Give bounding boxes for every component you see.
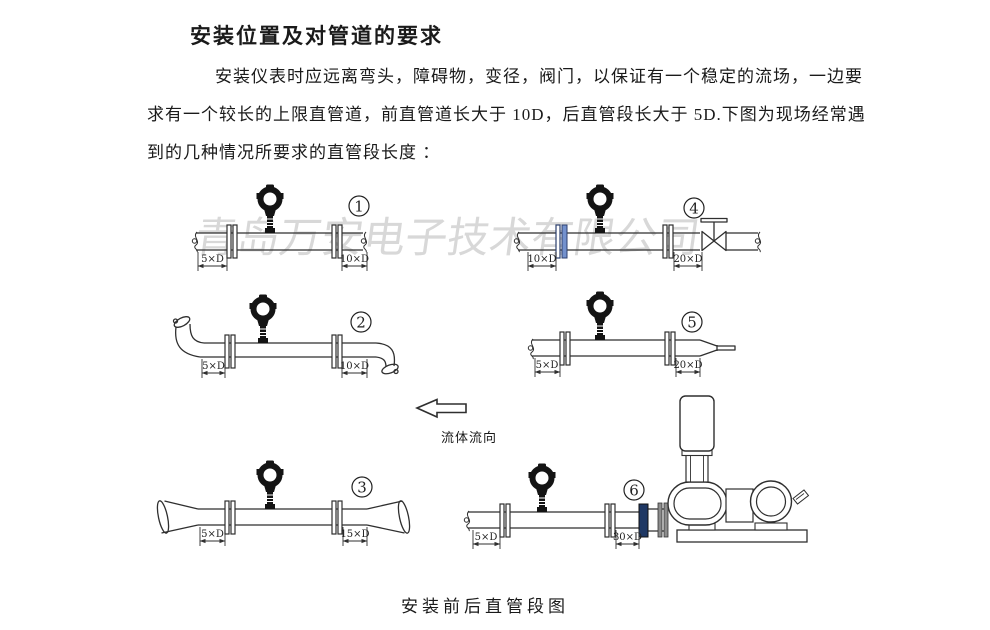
flange-icon — [226, 224, 238, 259]
figure-caption: 安装前后直管段图 — [401, 597, 569, 616]
pipe-break-icon — [513, 231, 521, 253]
diagram-4-valve: 10×D 20×D 4 — [513, 184, 762, 271]
paragraph-line-2: 求有一个较长的上限直管道，前直管道长大于 10D，后直管段长大于 5D.下图为现… — [147, 105, 866, 124]
downstream-length-label: 15×D — [340, 529, 369, 540]
flow-direction-label: 流体流向 — [441, 430, 498, 445]
flowmeter-icon — [587, 292, 614, 341]
downstream-length-label: 20×D — [673, 254, 702, 265]
diagram-number: 4 — [689, 200, 699, 218]
valve-icon — [700, 217, 728, 252]
number-circle — [683, 197, 705, 219]
diagram-1-straight-pipe: 5×D 10×D 1 — [191, 184, 370, 271]
diagram-number: 3 — [357, 479, 367, 497]
number-circle — [681, 311, 703, 333]
number-circle — [623, 479, 645, 501]
flowmeter-icon — [587, 185, 614, 234]
diagram-number: 2 — [356, 314, 366, 332]
paragraph-line-3: 到的几种情况所要求的直管段长度 ： — [147, 143, 441, 162]
pipe-break-icon — [754, 231, 762, 253]
upstream-length-label: 5×D — [201, 254, 224, 265]
dark-flange — [638, 503, 649, 538]
diagram-2-elbows: 5×D 10×D 2 — [172, 293, 399, 378]
pipe-break-icon — [360, 231, 368, 253]
upstream-length-label: 10×D — [527, 254, 556, 265]
flange-icon — [224, 500, 236, 535]
downstream-length-label: 20×D — [673, 360, 702, 371]
highlighted-flange — [555, 224, 568, 259]
number-circle — [350, 311, 372, 333]
flowmeter-icon — [250, 295, 277, 344]
diagram-number: 5 — [687, 314, 697, 332]
diagram-3-reducer-expander: 5×D 15×D 3 — [156, 453, 411, 546]
blower-inlet-flange — [657, 502, 669, 538]
number-circle — [351, 476, 373, 498]
flange-icon — [662, 224, 674, 259]
flange-icon — [499, 503, 511, 538]
upstream-length-label: 5×D — [201, 529, 224, 540]
diagram-5-reducer: 5×D 20×D 5 — [527, 288, 736, 377]
page-title: 安装位置及对管道的要求 — [190, 24, 443, 48]
diagram-number: 1 — [354, 198, 364, 216]
flange-icon — [559, 331, 571, 366]
blower-pump-icon — [667, 395, 810, 543]
flowmeter-icon — [529, 464, 556, 513]
upstream-length-label: 5×D — [475, 532, 498, 543]
downstream-length-label: 10×D — [340, 254, 369, 265]
downstream-length-label: 10×D — [340, 361, 369, 372]
number-circle — [348, 195, 370, 217]
downstream-length-label: 30×D — [613, 532, 642, 543]
upstream-length-label: 5×D — [202, 361, 225, 372]
diagram-6-blower: 5×D 30×D 6 — [463, 395, 810, 549]
pipe-break-icon — [191, 231, 199, 253]
flowmeter-icon — [257, 185, 284, 234]
flow-direction-arrow-icon — [415, 398, 467, 419]
flowmeter-icon — [257, 461, 284, 510]
diagram-number: 6 — [629, 482, 639, 500]
paragraph-line-1: 安装仪表时应远离弯头，障碍物，变径，阀门，以保证有一个稳定的流场，一边要 — [215, 67, 863, 86]
upstream-length-label: 5×D — [536, 360, 559, 371]
flange-icon — [224, 334, 236, 369]
